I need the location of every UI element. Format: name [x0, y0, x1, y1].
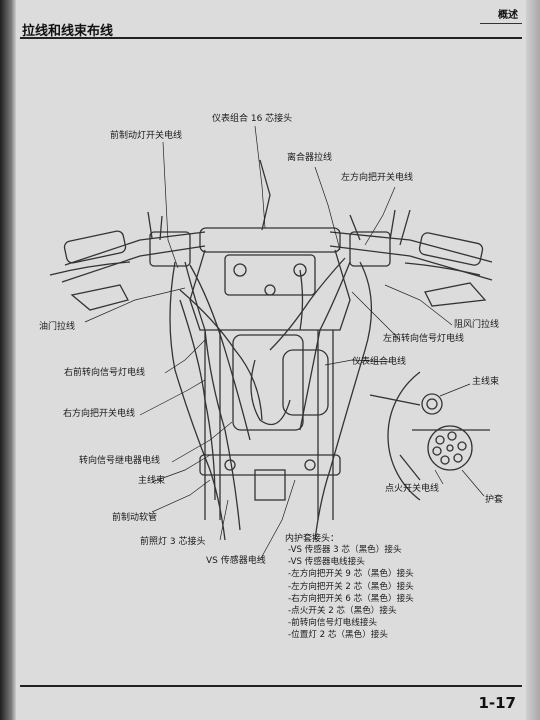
label-clutch-cable: 离合器拉线	[287, 153, 333, 163]
header-rule	[480, 23, 522, 24]
front-brake-lever	[49, 261, 131, 276]
label-right-front-turn: 右前转向信号灯电线	[64, 368, 146, 378]
list-item: -左方向把开关 9 芯（黑色）接头	[288, 569, 414, 580]
fork-right	[317, 330, 334, 520]
mirror-right	[424, 282, 487, 307]
clutch-lever	[404, 262, 481, 276]
label-throttle-cable: 油门拉线	[39, 322, 76, 332]
page-number: 1-17	[478, 694, 516, 712]
title-rule	[20, 37, 522, 39]
page-title: 拉线和线束布线	[22, 24, 114, 39]
list-item: -位置灯 2 芯（黑色）接头	[288, 630, 388, 641]
handlebar-left	[64, 231, 206, 266]
label-meter-16p: 仪表组合 16 芯接头	[212, 114, 293, 124]
label-main-harness-inset: 主线束	[472, 377, 500, 387]
list-item: -点火开关 2 芯（黑色）接头	[288, 606, 397, 617]
protector-ring	[427, 425, 473, 471]
label-right-handle-switch: 右方向把开关电线	[63, 409, 136, 419]
fork-left	[204, 330, 221, 520]
label-front-stop-switch: 前制动灯开关电线	[110, 131, 183, 141]
page-edge	[526, 0, 540, 720]
mirror-left	[70, 284, 129, 311]
label-left-handle-switch: 左方向把开关电线	[341, 173, 414, 183]
list-item: -VS 传感器 3 芯（黑色）接头	[288, 545, 402, 555]
book-spine	[0, 0, 16, 720]
label-vs-sensor: VS 传感器电线	[206, 556, 266, 566]
inner-cover-list: -VS 传感器 3 芯（黑色）接头 -VS 传感器电线接头 -左方向把开关 9 …	[288, 544, 414, 642]
list-item: -前转向信号灯电线接头	[288, 618, 378, 629]
footer-rule	[20, 685, 522, 687]
inset-arc	[387, 371, 421, 501]
label-meter-wire: 仪表组合电线	[352, 357, 407, 367]
list-item: -VS 传感器电线接头	[288, 557, 365, 568]
list-item: -右方向把开关 6 芯（黑色）接头	[288, 593, 414, 604]
handlebar-right	[329, 231, 493, 263]
top-bridge	[199, 227, 341, 253]
label-turn-relay: 转向信号继电器电线	[79, 456, 161, 466]
connector-cover	[282, 349, 329, 416]
label-left-front-turn: 左前转向信号灯电线	[383, 334, 465, 344]
inner-cover-title: 内护套接头：	[285, 534, 340, 544]
label-headlight-3p: 前照灯 3 芯接头	[140, 537, 206, 547]
label-main-harness: 主线束	[138, 476, 166, 486]
section-header: 概述	[498, 10, 518, 21]
label-protector: 护套	[485, 495, 504, 505]
label-brake-hose: 前制动软管	[112, 513, 158, 523]
label-ignition-switch: 点火开关电线	[385, 484, 440, 494]
label-choke-cable: 阻风门拉线	[454, 320, 500, 330]
list-item: -左方向把开关 2 芯（黑色）接头	[288, 581, 414, 592]
main-harness-ring	[421, 393, 443, 415]
